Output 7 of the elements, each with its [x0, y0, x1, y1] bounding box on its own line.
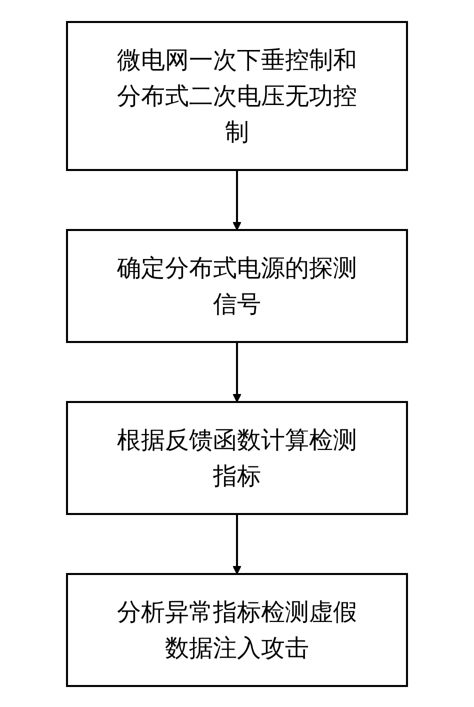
arrow [232, 514, 242, 574]
node-box: 微电网一次下垂控制和分布式二次电压无功控制 [66, 20, 408, 170]
node-box: 根据反馈函数计算检测指标 [66, 400, 408, 514]
node-box: 确定分布式电源的探测信号 [66, 228, 408, 342]
node-box: 分析异常指标检测虚假数据注入攻击 [66, 572, 408, 686]
arrow [232, 342, 242, 402]
arrow [232, 170, 242, 230]
